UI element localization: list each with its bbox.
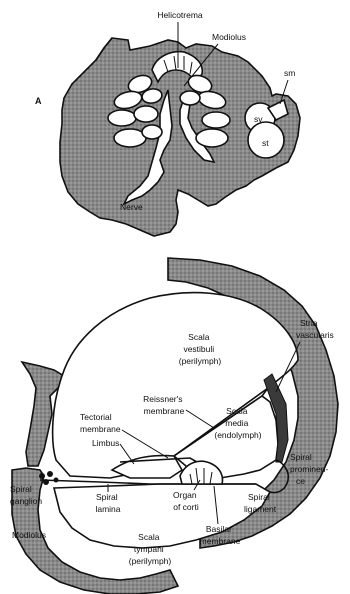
label-sv: sv <box>254 114 263 124</box>
panel-a-turn-right-5 <box>196 129 228 147</box>
panel-a-turn-left-6 <box>114 129 146 147</box>
label-sm: sm <box>284 68 295 78</box>
label-limbus: Limbus <box>92 438 119 448</box>
panel-a-turn-left-4 <box>108 110 136 126</box>
panel-a: A Helicotrema Modiolus <box>35 10 300 236</box>
label-nerve: Nerve <box>120 202 143 212</box>
label-helicotrema: Helicotrema <box>157 10 203 20</box>
panel-a-turn-right-3 <box>180 91 200 105</box>
panel-a-turn-left-5 <box>134 106 158 122</box>
spiral-lamina <box>40 480 196 484</box>
panel-a-turn-right-4 <box>202 112 230 128</box>
label-modiolus-b: Modiolus <box>12 530 46 540</box>
label-st: st <box>262 138 269 148</box>
label-modiolus-a: Modiolus <box>212 32 246 42</box>
panel-a-turn-left-7 <box>142 125 162 139</box>
panel-a-letter: A <box>35 96 42 106</box>
panel-b: B <box>10 258 338 594</box>
